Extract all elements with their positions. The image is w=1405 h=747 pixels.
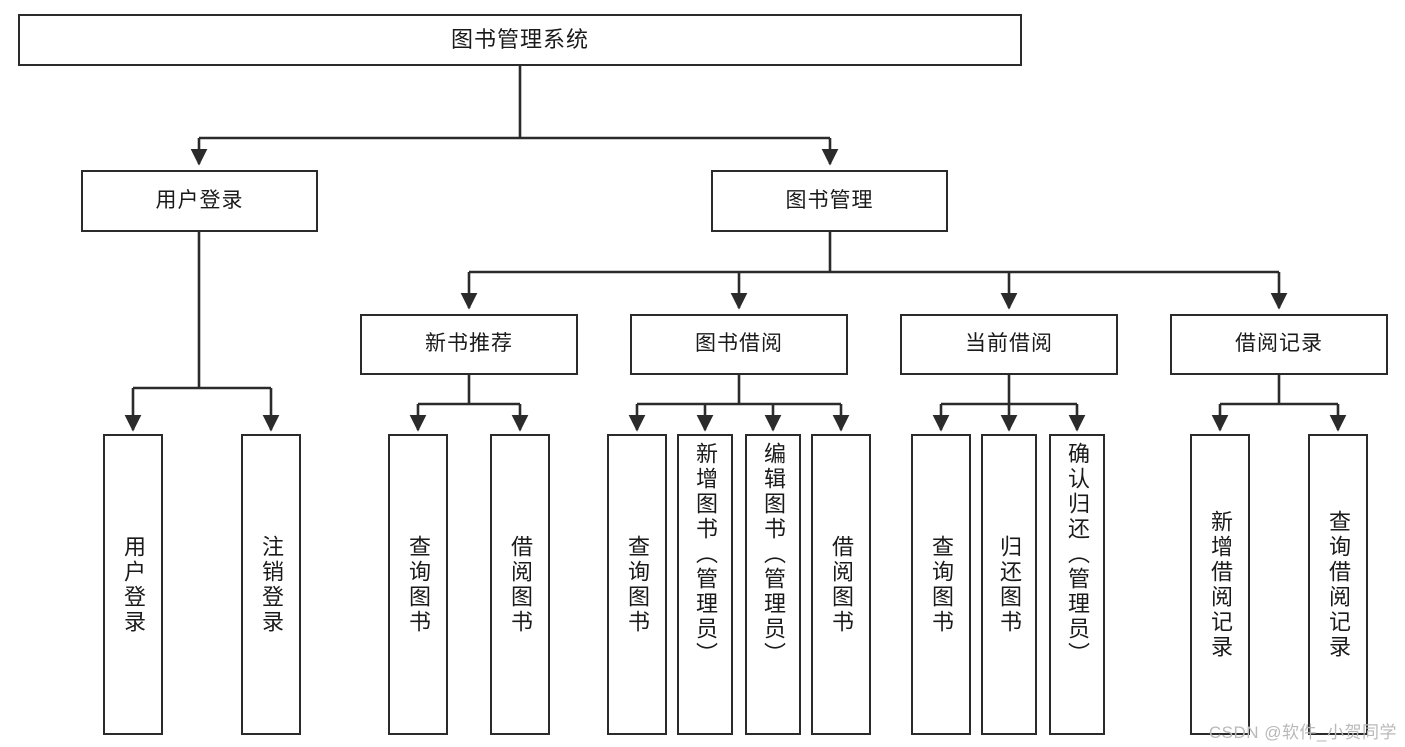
connectors-current-borrow bbox=[932, 375, 1086, 432]
connectors-root bbox=[190, 66, 839, 166]
node-leaf-query-record[interactable]: 查询借阅记录 bbox=[1308, 434, 1368, 735]
node-leaf-return-book[interactable]: 归还图书 bbox=[981, 434, 1037, 735]
node-user-login[interactable]: 用户登录 bbox=[81, 170, 318, 232]
node-leaf-edit-book-label: 编辑图书（管理员） bbox=[761, 442, 786, 667]
node-leaf-query-book-1[interactable]: 查询图书 bbox=[388, 434, 448, 735]
csdn-watermark: CSDN @软件_小贺同学 bbox=[1208, 723, 1397, 742]
node-leaf-add-book[interactable]: 新增图书（管理员） bbox=[677, 434, 733, 735]
node-borrow-record-label: 借阅记录 bbox=[1235, 332, 1323, 356]
node-leaf-confirm-return[interactable]: 确认归还（管理员） bbox=[1049, 434, 1105, 735]
node-leaf-borrow-book-1-label: 借阅图书 bbox=[508, 534, 533, 635]
connectors-user-login bbox=[124, 232, 280, 432]
connectors-book-borrow bbox=[628, 375, 850, 432]
node-leaf-user-logout[interactable]: 注销登录 bbox=[241, 434, 301, 735]
node-leaf-borrow-book-1[interactable]: 借阅图书 bbox=[490, 434, 550, 735]
node-new-book-recommend-label: 新书推荐 bbox=[425, 332, 513, 356]
node-leaf-borrow-book-2[interactable]: 借阅图书 bbox=[811, 434, 871, 735]
node-user-login-label: 用户登录 bbox=[155, 188, 244, 212]
node-leaf-query-book-3-label: 查询图书 bbox=[929, 534, 954, 635]
node-leaf-user-login-label: 用户登录 bbox=[121, 534, 146, 635]
node-book-borrow-label: 图书借阅 bbox=[695, 332, 783, 356]
node-borrow-record[interactable]: 借阅记录 bbox=[1170, 314, 1388, 375]
node-leaf-add-record-label: 新增借阅记录 bbox=[1208, 509, 1233, 660]
node-leaf-query-record-label: 查询借阅记录 bbox=[1326, 509, 1351, 660]
connectors-new-book-recommend bbox=[409, 375, 529, 432]
connectors-borrow-record bbox=[1211, 375, 1347, 432]
node-root[interactable]: 图书管理系统 bbox=[18, 14, 1022, 66]
node-leaf-query-book-3[interactable]: 查询图书 bbox=[911, 434, 971, 735]
node-current-borrow-label: 当前借阅 bbox=[965, 332, 1053, 356]
node-leaf-query-book-1-label: 查询图书 bbox=[406, 534, 431, 635]
connectors-book-manage bbox=[460, 232, 1288, 310]
node-leaf-query-book-2-label: 查询图书 bbox=[625, 534, 650, 635]
node-leaf-add-record[interactable]: 新增借阅记录 bbox=[1190, 434, 1250, 735]
node-leaf-return-book-label: 归还图书 bbox=[997, 534, 1022, 635]
node-leaf-confirm-return-label: 确认归还（管理员） bbox=[1065, 442, 1090, 667]
node-leaf-edit-book[interactable]: 编辑图书（管理员） bbox=[745, 434, 801, 735]
node-leaf-add-book-label: 新增图书（管理员） bbox=[693, 442, 718, 667]
node-new-book-recommend[interactable]: 新书推荐 bbox=[360, 314, 578, 375]
node-book-manage[interactable]: 图书管理 bbox=[711, 170, 948, 232]
node-book-manage-label: 图书管理 bbox=[785, 188, 874, 212]
node-leaf-user-login[interactable]: 用户登录 bbox=[103, 434, 163, 735]
node-leaf-borrow-book-2-label: 借阅图书 bbox=[829, 534, 854, 635]
node-leaf-user-logout-label: 注销登录 bbox=[259, 534, 284, 635]
node-book-borrow[interactable]: 图书借阅 bbox=[630, 314, 848, 375]
node-root-label: 图书管理系统 bbox=[450, 27, 589, 53]
node-leaf-query-book-2[interactable]: 查询图书 bbox=[607, 434, 667, 735]
node-current-borrow[interactable]: 当前借阅 bbox=[900, 314, 1118, 375]
